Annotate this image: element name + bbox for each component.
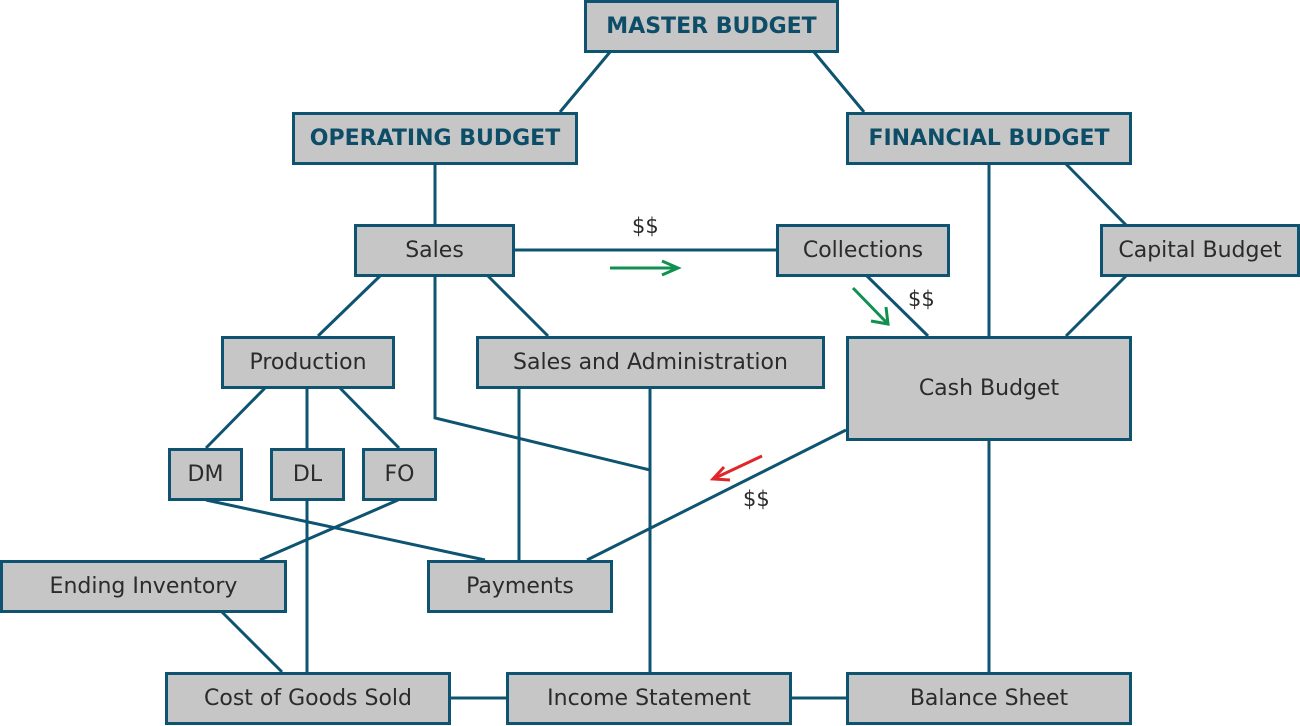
green-arrow-down-right-icon	[851, 286, 890, 326]
balance-sheet-box: Balance Sheet	[846, 672, 1132, 725]
payments-box: Payments	[427, 560, 613, 613]
dl-box: DL	[270, 448, 345, 501]
sales-box: Sales	[354, 224, 515, 277]
green-arrow-right-icon	[610, 259, 682, 277]
collections-cash-money-label: $$	[908, 287, 935, 311]
collections-box: Collections	[776, 224, 950, 277]
sales-admin-box: Sales and Administration	[476, 336, 825, 389]
financial-budget-box: FINANCIAL BUDGET	[846, 112, 1132, 165]
production-box: Production	[221, 336, 395, 389]
income-statement-box: Income Statement	[506, 672, 792, 725]
ending-inventory-box: Ending Inventory	[0, 560, 287, 613]
capital-budget-box: Capital Budget	[1100, 224, 1300, 277]
cash-payments-money-label: $$	[743, 487, 770, 511]
sales-collections-money-label: $$	[632, 214, 659, 238]
red-arrow-down-left-icon	[709, 454, 763, 482]
cash-budget-box: Cash Budget	[846, 336, 1132, 441]
fo-box: FO	[362, 448, 437, 501]
cogs-box: Cost of Goods Sold	[165, 672, 451, 725]
master-budget-box: MASTER BUDGET	[584, 0, 839, 53]
operating-budget-box: OPERATING BUDGET	[292, 112, 578, 165]
dm-box: DM	[168, 448, 243, 501]
